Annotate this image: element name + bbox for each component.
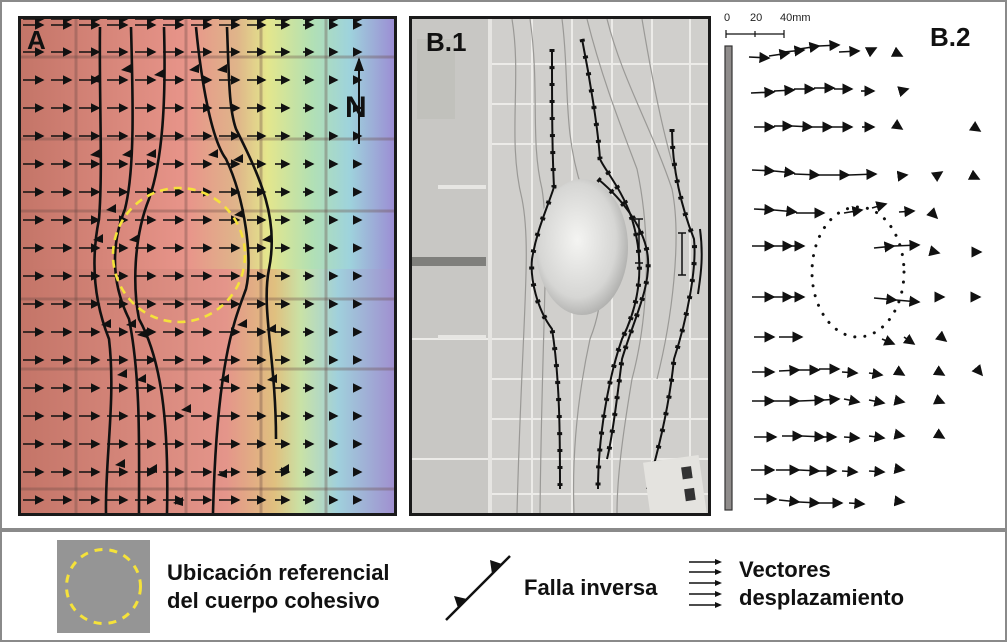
legend-vectors-line2: desplazamiento: [739, 585, 905, 610]
north-label: N: [345, 91, 367, 124]
panel-b1-graphic: [412, 19, 708, 513]
cohesive-body-outline: [111, 186, 247, 324]
cohesive-body-dome: [536, 179, 628, 315]
cohesive-body-dotted-outline: [810, 205, 906, 339]
panel-b1-photograph: B.1: [409, 16, 711, 516]
legend-item-cohesive-body: Ubicación referencial del cuerpo cohesiv…: [57, 540, 390, 633]
legend-cohesive-line2: del cuerpo cohesivo: [167, 587, 380, 613]
panel-b2-vector-map: 0 20 40mm B.2: [724, 12, 1004, 517]
panel-a-displacement-map: A N: [18, 16, 397, 516]
legend-fault-label: Falla inversa: [524, 575, 658, 600]
scale-bar: [725, 30, 785, 38]
legend-item-displacement-vectors: Vectores desplazamiento: [687, 556, 904, 612]
figure-frame: A N: [0, 0, 1007, 530]
reverse-fault-lines: [93, 26, 278, 513]
yellow-dashed-circle-icon: [57, 540, 150, 633]
north-arrow-icon: [354, 57, 364, 144]
reverse-fault-icon: [445, 555, 511, 621]
displacement-vectors-icon: [689, 559, 722, 608]
b1-fault-teeth: [529, 38, 697, 490]
scale-tick-0: 0: [724, 12, 731, 24]
panel-b1-label: B.1: [426, 27, 467, 57]
displacement-vectors: [748, 39, 984, 509]
fault-teeth: [90, 64, 289, 506]
panel-a-graphic: [21, 19, 394, 513]
panel-a-label: A: [27, 25, 46, 55]
scale-tick-20: 20: [750, 12, 763, 24]
scale-tick-40mm: 40mm: [780, 12, 811, 24]
legend: Ubicación referencial del cuerpo cohesiv…: [0, 530, 1007, 642]
panel-b2-label: B.2: [930, 22, 971, 52]
legend-item-reverse-fault: Falla inversa: [442, 552, 657, 624]
ruler: [643, 454, 707, 513]
panel-b2-graphic: [724, 30, 984, 511]
legend-cohesive-line1: Ubicación referencial: [167, 559, 390, 585]
legend-vectors-line1: Vectores: [739, 557, 831, 582]
